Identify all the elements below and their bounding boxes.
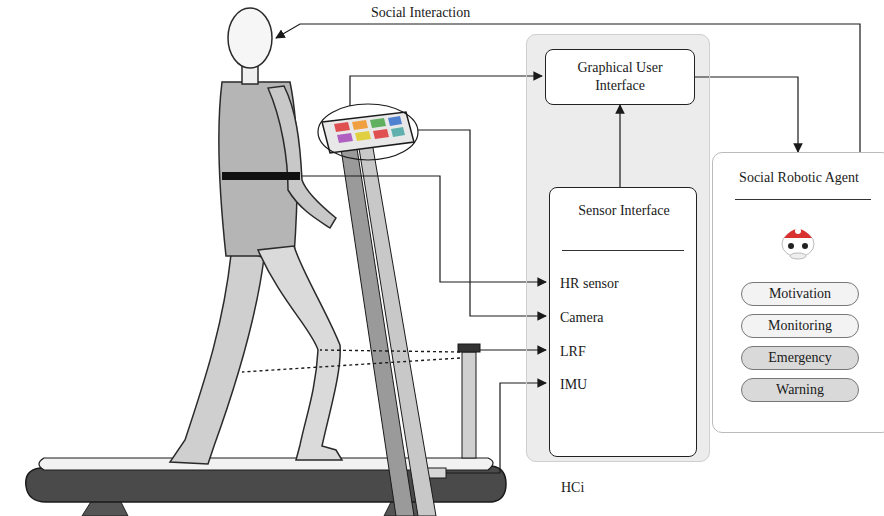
- box-heading: Sensor Interface: [550, 202, 698, 220]
- divider-line: [735, 199, 871, 200]
- function-pill: Warning: [741, 378, 859, 402]
- laser-line: [242, 358, 460, 372]
- connector-arrow: [695, 77, 798, 152]
- function-pill: Motivation: [741, 282, 859, 306]
- sensor-wires: [276, 24, 860, 473]
- interface-box: Sensor Interface HR sensorCameraLRF IMU: [549, 187, 697, 457]
- connector-label: Social Interaction: [368, 4, 473, 22]
- highlight-ellipse: [318, 104, 418, 160]
- person-figure: [170, 8, 342, 464]
- tablet: [322, 112, 414, 153]
- box-heading: Social Robotic Agent: [713, 169, 884, 187]
- process-box: Graphical User Interface: [545, 49, 695, 105]
- group-label: HCi: [561, 479, 584, 497]
- node-text: Graphical User Interface: [564, 59, 676, 95]
- group-panel: HCiGraphical User InterfaceSensor Interf…: [526, 34, 710, 462]
- sensor-item: IMU: [560, 376, 587, 394]
- social-line: [276, 24, 860, 152]
- connector-arrow: [619, 105, 620, 187]
- divider-line: [562, 250, 684, 251]
- agent-box: Social Robotic AgentMotivationMonitoring…: [712, 152, 884, 433]
- sensor-item: HR sensor: [560, 275, 619, 293]
- function-pill: Emergency: [741, 346, 859, 370]
- hr-strap: [222, 172, 300, 180]
- function-pill: Monitoring: [741, 314, 859, 338]
- node-text: Emergency: [768, 349, 832, 367]
- robot-icon: [782, 228, 814, 259]
- sensor-item: Camera: [560, 309, 604, 327]
- panel-ground: [526, 34, 710, 462]
- node-text: Warning: [776, 381, 824, 399]
- sensor-item: LRF: [560, 343, 586, 361]
- laser-line: [320, 350, 460, 352]
- lrf-post: [462, 352, 476, 458]
- node-text: Monitoring: [768, 317, 832, 335]
- node-text: Motivation: [769, 285, 831, 303]
